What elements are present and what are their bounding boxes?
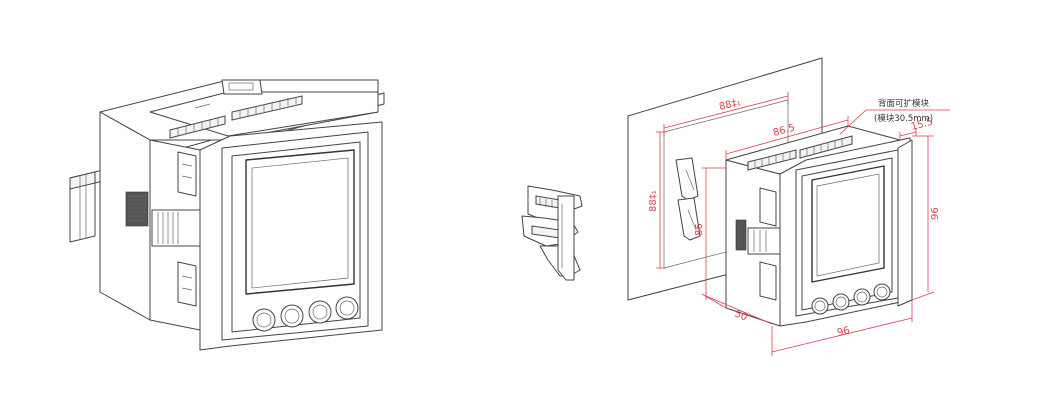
panel-clip-lower — [177, 261, 197, 307]
dim-front-height: 96 — [930, 207, 941, 220]
din-clip-latch — [125, 191, 149, 227]
front-button-1 — [252, 308, 276, 332]
lcd-display — [245, 149, 355, 295]
front-buttons — [811, 283, 891, 315]
dimension-lines — [656, 92, 950, 356]
dim-cutout-width: 88‡₁ — [718, 97, 742, 113]
dim-rear-depth: 50 — [733, 309, 749, 324]
dim-cutout-height: 88‡₁ — [648, 190, 659, 212]
expansion-note-line2: (模块30.5mm) — [874, 113, 933, 124]
front-button-4 — [335, 296, 359, 320]
front-button-2 — [280, 304, 304, 328]
dim-front-width: 96 — [836, 325, 851, 339]
dim-body-height: 86 — [694, 223, 705, 236]
front-button-3 — [308, 300, 332, 324]
lcd-display — [811, 165, 885, 283]
terminal-row-top — [747, 135, 853, 171]
front-button-3 — [853, 288, 871, 306]
panel-clip-upper — [177, 151, 197, 197]
meter-dimension-view: 88‡₁ 88‡₁ 86.5 15.5 86 96 96 50 背面可扩模块 (… — [627, 57, 950, 356]
terminal-row-top — [169, 95, 303, 139]
front-button-2 — [832, 293, 850, 311]
front-button-1 — [811, 297, 829, 315]
rear-connector — [221, 79, 263, 95]
front-button-4 — [873, 283, 891, 301]
clip-behind-panel — [675, 157, 701, 241]
meter-din-rail-view — [69, 79, 385, 351]
mounting-clip — [521, 185, 583, 281]
expansion-note-line1: 背面可扩模块 — [878, 98, 930, 109]
front-buttons — [252, 296, 359, 332]
